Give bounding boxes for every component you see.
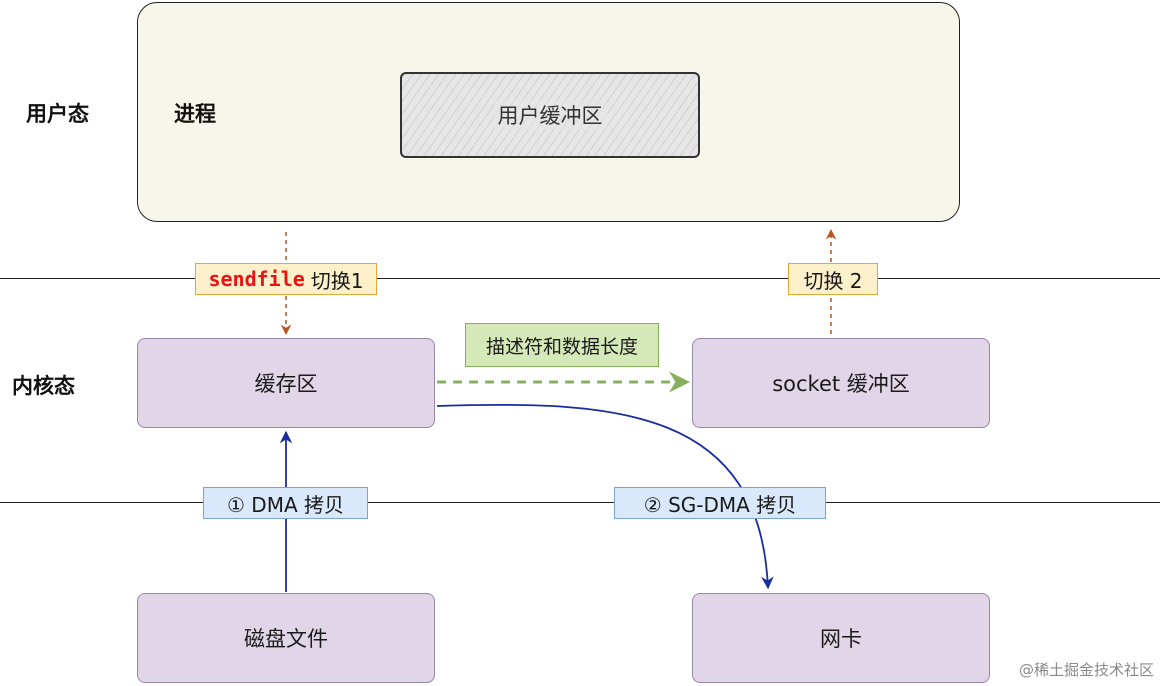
disk-file-label: 磁盘文件: [244, 627, 328, 651]
socket-buffer-box: socket 缓冲区: [692, 338, 990, 428]
disk-file-box: 磁盘文件: [137, 593, 435, 683]
kernel-mode-label: 内核态: [12, 374, 75, 398]
sendfile-switch-label: 切换1: [310, 268, 364, 293]
descriptor-tag: 描述符和数据长度: [465, 323, 659, 367]
sendfile-keyword: sendfile: [208, 267, 305, 291]
process-label: 进程: [174, 102, 216, 126]
dma-copy-label: ① DMA 拷贝: [227, 492, 344, 517]
socket-buffer-label: socket 缓冲区: [772, 372, 910, 396]
user-mode-label: 用户态: [26, 102, 89, 126]
page-cache-label: 缓存区: [254, 372, 318, 396]
kernel-hardware-boundary-line: [0, 502, 1160, 503]
watermark: @稀土掘金技术社区: [1018, 661, 1154, 679]
sg-dma-copy-label: ② SG-DMA 拷贝: [643, 492, 797, 517]
page-cache-box: 缓存区: [137, 338, 435, 428]
nic-box: 网卡: [692, 593, 990, 683]
user-kernel-boundary-line: [0, 278, 1160, 279]
switch-2-tag: 切换 2: [788, 263, 878, 295]
descriptor-label: 描述符和数据长度: [485, 335, 638, 358]
sendfile-switch-tag: sendfile 切换1: [195, 263, 377, 295]
dma-copy-tag: ① DMA 拷贝: [203, 487, 368, 519]
switch-2-label: 切换 2: [803, 268, 863, 293]
user-buffer-box: 用户缓冲区: [400, 72, 700, 158]
sg-dma-copy-tag: ② SG-DMA 拷贝: [614, 487, 826, 519]
nic-label: 网卡: [820, 627, 862, 651]
user-buffer-label: 用户缓冲区: [493, 100, 607, 130]
sg-dma-copy-arrow: [436, 403, 774, 590]
